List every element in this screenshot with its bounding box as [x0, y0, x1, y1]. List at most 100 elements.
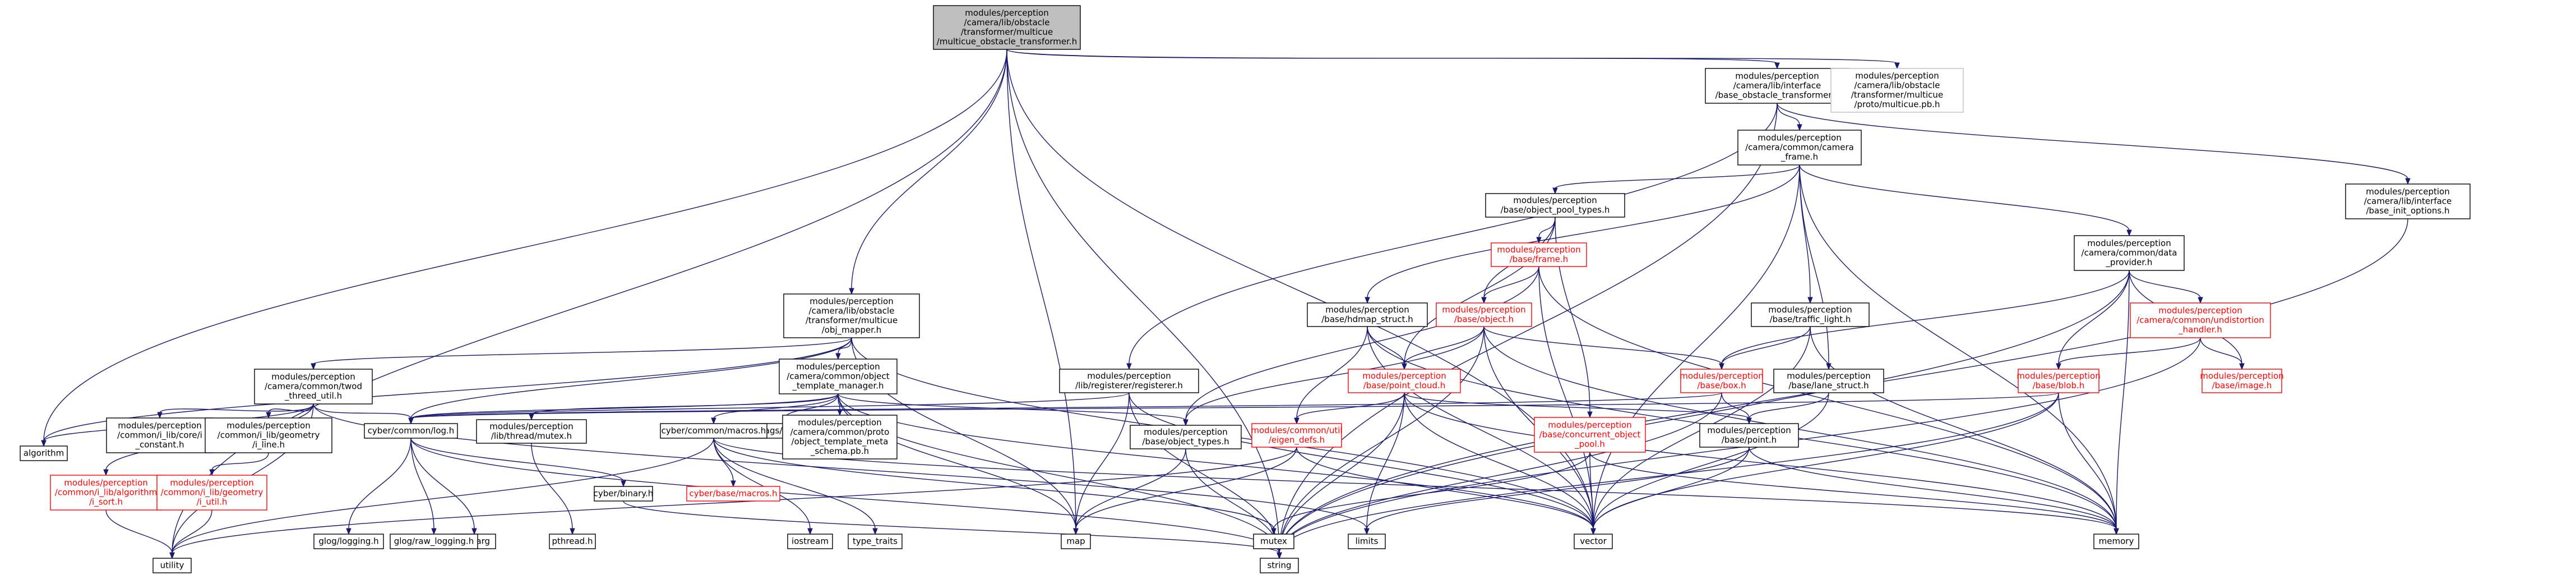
node-label-line: modules/perception: [1513, 195, 1597, 205]
node-label-line: /camera/common/undistortion: [2136, 315, 2264, 325]
node-obj-template[interactable]: modules/perception/camera/common/object_…: [779, 359, 898, 394]
node-box: [364, 423, 458, 439]
node-lane-struct[interactable]: modules/perception/base/lane_struct.h: [1773, 369, 1884, 393]
edge-i_util-to-utility: [169, 509, 212, 559]
node-glog-raw[interactable]: glog/raw_logging.h: [390, 534, 478, 549]
node-camera-frame[interactable]: modules/perception/camera/common/camera_…: [1737, 130, 1862, 166]
node-mutex[interactable]: mutex: [1253, 534, 1294, 549]
node-label-line: /base/box.h: [1697, 380, 1746, 390]
node-label-line: /obj_mapper.h: [822, 325, 882, 336]
node-string[interactable]: string: [1260, 558, 1299, 573]
node-root[interactable]: modules/perception/camera/lib/obstacle/t…: [933, 5, 1081, 50]
node-label-line: /i_line.h: [252, 440, 285, 451]
node-label-line: cyber/base/macros.h: [689, 489, 777, 499]
node-box: [1059, 369, 1199, 393]
node-point-cloud[interactable]: modules/perception/base/point_cloud.h: [1348, 369, 1461, 393]
node-label-line: cyber/common/log.h: [368, 426, 455, 436]
node-utility[interactable]: utility: [152, 558, 192, 573]
node-box[interactable]: modules/perception/base/box.h: [1680, 369, 1764, 393]
node-label-line: /camera/common/camera: [1745, 143, 1854, 153]
node-box: [594, 486, 653, 502]
node-label-line: /base/lane_struct.h: [1788, 380, 1869, 391]
node-image[interactable]: modules/perception/base/image.h: [2200, 369, 2284, 393]
node-box: [1485, 193, 1625, 218]
edge-camera_frame-to-vector: [1590, 164, 1800, 535]
node-template-meta[interactable]: modules/perception/camera/common/proto/o…: [782, 415, 898, 459]
node-multicue-pb[interactable]: modules/perception/camera/lib/obstacle/t…: [1830, 68, 1964, 113]
node-label-line: cyber/binary.h: [594, 489, 654, 499]
node-box: [783, 293, 920, 338]
edge-concurrent_pool-to-memory: [1589, 452, 2119, 535]
node-concurrent-pool[interactable]: modules/perception/base/concurrent_objec…: [1534, 417, 1646, 453]
node-label-line: /transformer/multicue: [1851, 90, 1943, 100]
node-i-constant[interactable]: modules/perception/common/i_lib/core/i_c…: [106, 417, 214, 453]
node-cyber-base-macros[interactable]: cyber/base/macros.h: [686, 486, 780, 502]
node-box: [1680, 369, 1763, 393]
node-pthread[interactable]: pthread.h: [549, 534, 596, 549]
node-label-line: string: [1267, 560, 1291, 571]
node-algorithm[interactable]: algorithm: [20, 445, 68, 461]
node-box: [1130, 425, 1242, 449]
node-label-line: modules/perception: [1362, 371, 1446, 381]
edge-cyber_macros-to-iostream: [713, 438, 813, 535]
node-i-util[interactable]: modules/perception/common/i_lib/geometry…: [156, 475, 267, 511]
node-data-provider[interactable]: modules/perception/camera/common/data_pr…: [2074, 235, 2185, 271]
node-thread-mutex[interactable]: modules/perception/lib/thread/mutex.h: [476, 419, 587, 444]
node-vector[interactable]: vector: [1574, 534, 1613, 549]
edge-obj_template-to-vector: [838, 393, 1596, 535]
node-base-obs-trans[interactable]: modules/perception/camera/lib/interface/…: [1705, 68, 1849, 104]
node-i-algorithm[interactable]: modules/perception/common/i_lib/algorith…: [50, 475, 162, 511]
node-label-line: utility: [160, 560, 184, 571]
node-box: [1253, 534, 1294, 549]
node-label-line: modules/perception: [1707, 425, 1791, 435]
node-undistortion[interactable]: modules/perception/camera/common/undisto…: [2130, 302, 2271, 338]
node-label-line: mutex: [1260, 536, 1287, 546]
node-eigen-defs[interactable]: modules/common/util/eigen_defs.h: [1251, 423, 1343, 448]
node-object-types[interactable]: modules/perception/base/object_types.h: [1130, 425, 1242, 449]
node-frame[interactable]: modules/perception/base/frame.h: [1491, 242, 1587, 267]
node-registerer[interactable]: modules/perception/lib/registerer/regist…: [1059, 369, 1199, 393]
node-box: [2202, 369, 2282, 393]
node-point[interactable]: modules/perception/base/point.h: [1699, 423, 1799, 448]
node-box: [50, 475, 162, 511]
node-type-traits[interactable]: type_traits: [848, 534, 903, 549]
node-label-line: iostream: [792, 536, 829, 546]
node-base-init-options[interactable]: modules/perception/camera/lib/interface/…: [2345, 183, 2471, 219]
node-traffic-light[interactable]: modules/perception/base/traffic_light.h: [1751, 302, 1870, 327]
node-label-line: modules/perception: [1548, 420, 1631, 430]
node-i-line[interactable]: modules/perception/common/i_lib/geometry…: [205, 417, 332, 453]
node-object[interactable]: modules/perception/base/object.h: [1436, 302, 1532, 327]
node-map[interactable]: map: [1061, 534, 1091, 549]
node-label-line: /transformer/multicue: [961, 27, 1053, 37]
edge-point_cloud-to-eigen_defs: [1294, 392, 1405, 425]
node-box: [1260, 558, 1299, 573]
node-label-line: /camera/lib/interface: [1733, 81, 1821, 91]
node-label-line: _pool.h: [1574, 439, 1605, 450]
node-box: [1307, 302, 1428, 327]
node-label-line: /i_sort.h: [89, 497, 123, 508]
node-iostream[interactable]: iostream: [787, 534, 833, 549]
node-obj-mapper[interactable]: modules/perception/camera/lib/obstacle/t…: [783, 293, 920, 338]
node-label-line: /base/object_pool_types.h: [1501, 205, 1610, 215]
node-twod-thread[interactable]: modules/perception/camera/common/twod_th…: [254, 369, 373, 405]
node-label-line: /camera/lib/interface: [2364, 196, 2452, 206]
edge-registerer-to-vector: [1129, 392, 1596, 535]
node-box: [1348, 369, 1461, 393]
node-cyber-binary[interactable]: cyber/binary.h: [594, 486, 654, 502]
node-hdmap-struct[interactable]: modules/perception/base/hdmap_struct.h: [1307, 302, 1428, 327]
node-glog-logging[interactable]: glog/logging.h: [313, 534, 384, 549]
node-limits[interactable]: limits: [1348, 534, 1386, 549]
node-blob[interactable]: modules/perception/base/blob.h: [2017, 369, 2101, 393]
node-cyber-log[interactable]: cyber/common/log.h: [364, 423, 458, 439]
node-box: [20, 445, 68, 461]
node-label-line: modules/perception: [226, 421, 310, 431]
node-label-line: modules/perception: [1087, 371, 1171, 381]
node-label-line: modules/perception: [64, 478, 147, 488]
node-object-pool-types[interactable]: modules/perception/base/object_pool_type…: [1485, 193, 1625, 218]
edge-base_obs_trans-to-base_init_options: [1777, 103, 2411, 185]
node-cyber-macros[interactable]: cyber/common/macros.h: [660, 423, 767, 439]
edge-box-to-point: [1721, 392, 1752, 425]
node-label-line: cyber/common/macros.h: [662, 426, 766, 436]
node-memory[interactable]: memory: [2093, 534, 2139, 549]
